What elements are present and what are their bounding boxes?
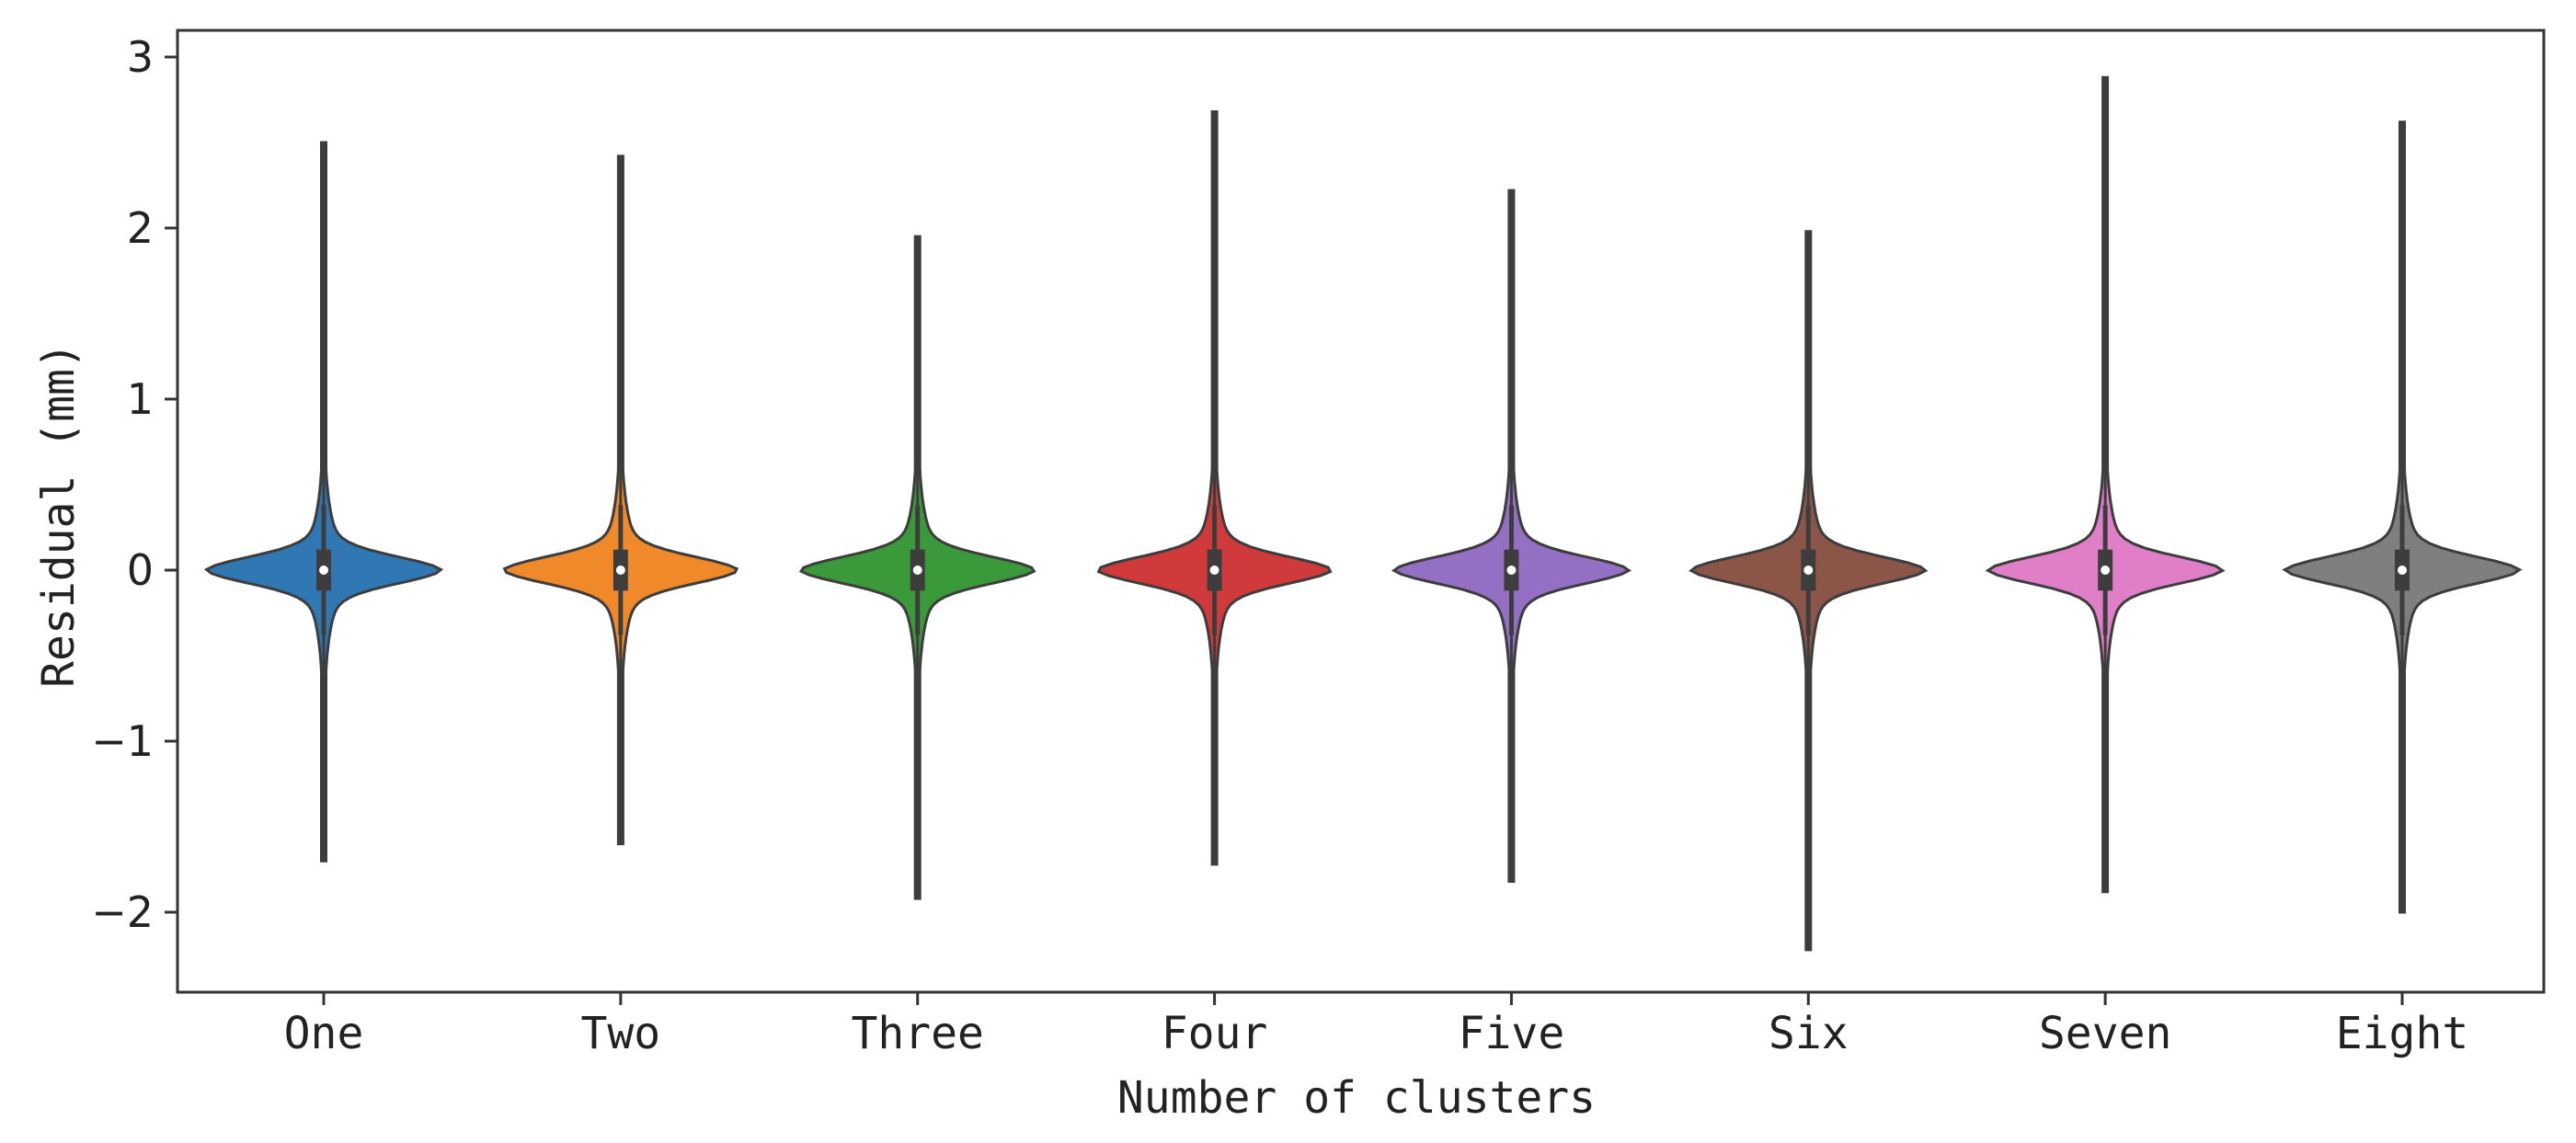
violin-median-point: [1506, 566, 1517, 575]
x-tick-label: Six: [1769, 1008, 1849, 1059]
y-tick-label: 3: [127, 32, 154, 82]
x-axis-title: Number of clusters: [1117, 1072, 1596, 1124]
violin-median-point: [1209, 566, 1219, 575]
y-axis: −2 −1 0 1 2 3: [91, 32, 177, 937]
plot-background: [177, 30, 2544, 992]
x-tick-label: Seven: [2039, 1008, 2172, 1059]
y-tick-label: 0: [127, 545, 154, 595]
x-tick-label: Four: [1162, 1008, 1268, 1059]
x-axis: One Two Three Four Five Six Seven Eight: [284, 992, 2469, 1059]
x-tick-label: One: [284, 1008, 364, 1059]
x-tick-label: Two: [581, 1008, 661, 1059]
violin-median-point: [912, 566, 922, 575]
x-tick-label: Five: [1459, 1008, 1565, 1059]
violin-median-point: [319, 566, 328, 575]
violins-layer: [203, 75, 2523, 952]
violin-median-point: [1803, 566, 1814, 575]
y-tick-label: −2: [91, 887, 154, 937]
y-tick-label: 1: [127, 374, 154, 424]
y-tick-label: 2: [127, 203, 154, 253]
violin-median-point: [2101, 566, 2111, 575]
x-tick-label: Three: [851, 1008, 984, 1059]
violin-median-point: [615, 566, 625, 575]
y-tick-label: −1: [91, 716, 154, 766]
plot-frame: [176, 29, 2546, 994]
y-axis-title: Residual (mm): [33, 342, 85, 688]
violin-median-point: [2398, 566, 2407, 575]
x-tick-label: Eight: [2336, 1008, 2469, 1059]
